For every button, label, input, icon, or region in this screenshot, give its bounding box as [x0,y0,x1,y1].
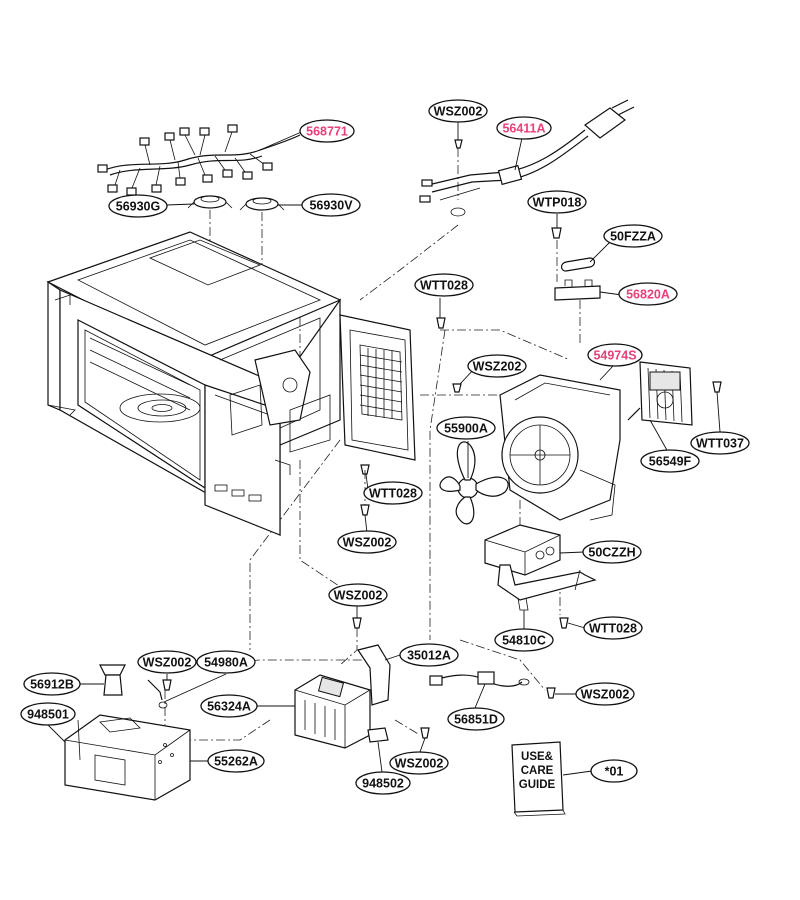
rear-vent-panel [339,314,416,461]
svg-text:568771: 568771 [306,125,348,139]
leader-lines [47,122,721,776]
fan-blade [439,441,509,525]
label-50CZZH: 50CZZH [582,540,642,564]
label-54810C: 54810C [494,628,554,652]
label-35012A: 35012A [399,643,459,667]
manual-line-1: USE& [521,751,553,763]
svg-text:54810C: 54810C [502,634,546,648]
svg-text:WSZ002: WSZ002 [581,688,630,702]
svg-text:55262A: 55262A [214,755,258,769]
svg-text:56912B: 56912B [30,678,74,692]
svg-text:50FZZA: 50FZZA [610,230,656,244]
label-WTT028-a: WTT028 [414,273,474,297]
label-54974S: 54974S [587,343,643,367]
svg-text:WSZ002: WSZ002 [395,757,444,771]
manual-line-3: GUIDE [519,779,556,791]
svg-text:56324A: 56324A [207,700,251,714]
label-55900A: 55900A [436,416,496,440]
svg-text:WSZ202: WSZ202 [473,360,522,374]
svg-text:56820A: 56820A [626,288,670,302]
part-labels: 568771 56930G 56930V WSZ002 56411A WTP01… [20,99,750,795]
svg-text:*01: *01 [605,765,624,779]
label-WSZ002-f: WSZ002 [389,751,449,775]
label-WTT028-c: WTT028 [583,616,643,640]
label-WTP018: WTP018 [527,190,587,214]
label-WSZ002-b: WSZ002 [337,530,397,554]
svg-text:54980A: 54980A [204,656,248,670]
screws [162,139,722,739]
svg-text:35012A: 35012A [407,649,451,663]
capacitor [484,524,561,576]
svg-text:WSZ002: WSZ002 [434,105,483,119]
svg-text:WTT028: WTT028 [589,622,637,636]
label-WSZ002-d: WSZ002 [137,650,197,674]
manual-line-2: CARE [521,765,554,777]
fuse-and-holder [554,257,601,301]
label-56851D: 56851D [447,707,505,731]
use-care-guide-booklet: USE& CARE GUIDE [511,741,566,817]
label-56324A: 56324A [200,694,258,718]
label-WSZ202: WSZ202 [467,354,527,378]
label-55262A: 55262A [207,749,265,773]
label-WTT028-b: WTT028 [363,481,423,505]
capacitor-bracket [497,564,597,611]
svg-text:56930G: 56930G [116,200,160,214]
label-WSZ002-c: WSZ002 [328,583,388,607]
svg-text:56549F: 56549F [649,455,692,469]
label-948501: 948501 [20,702,76,726]
svg-text:WTP018: WTP018 [533,196,582,210]
svg-text:50CZZH: 50CZZH [588,546,635,560]
label-56549F: 56549F [640,449,700,473]
label-54980A: 54980A [196,650,256,674]
svg-text:WTT028: WTT028 [420,279,468,293]
wire-harness [97,124,301,196]
label-56820A: 56820A [618,282,678,306]
fan-duct [499,374,621,521]
label-WTT037: WTT037 [690,431,750,455]
label-01: *01 [590,759,638,783]
label-56912B: 56912B [23,672,81,696]
label-56411A: 56411A [496,116,552,140]
svg-text:948501: 948501 [27,708,69,722]
svg-text:56411A: 56411A [502,122,545,136]
svg-text:WTT037: WTT037 [696,437,744,451]
control-box [64,714,191,801]
svg-text:948502: 948502 [362,777,404,791]
svg-text:56930V: 56930V [309,199,353,213]
svg-text:WSZ002: WSZ002 [343,536,392,550]
label-WSZ002-top: WSZ002 [428,99,488,123]
svg-text:54974S: 54974S [593,349,636,363]
fan-motor [627,361,693,426]
svg-text:WTT028: WTT028 [369,487,417,501]
hv-diode [429,671,530,687]
svg-text:WSZ002: WSZ002 [334,589,383,603]
label-948502: 948502 [355,771,411,795]
label-56930V: 56930V [301,193,361,217]
label-WSZ002-e: WSZ002 [575,682,635,706]
power-cord [419,99,635,217]
svg-text:WSZ002: WSZ002 [143,656,192,670]
label-50FZZA: 50FZZA [603,224,663,248]
oven-cavity-chassis [46,231,342,537]
transformer-assembly [294,644,391,749]
svg-text:56851D: 56851D [454,713,498,727]
sensor-switch [99,664,168,709]
label-568771: 568771 [299,119,355,143]
label-56930G: 56930G [108,194,168,218]
thermostats [187,195,285,211]
svg-text:55900A: 55900A [444,422,488,436]
